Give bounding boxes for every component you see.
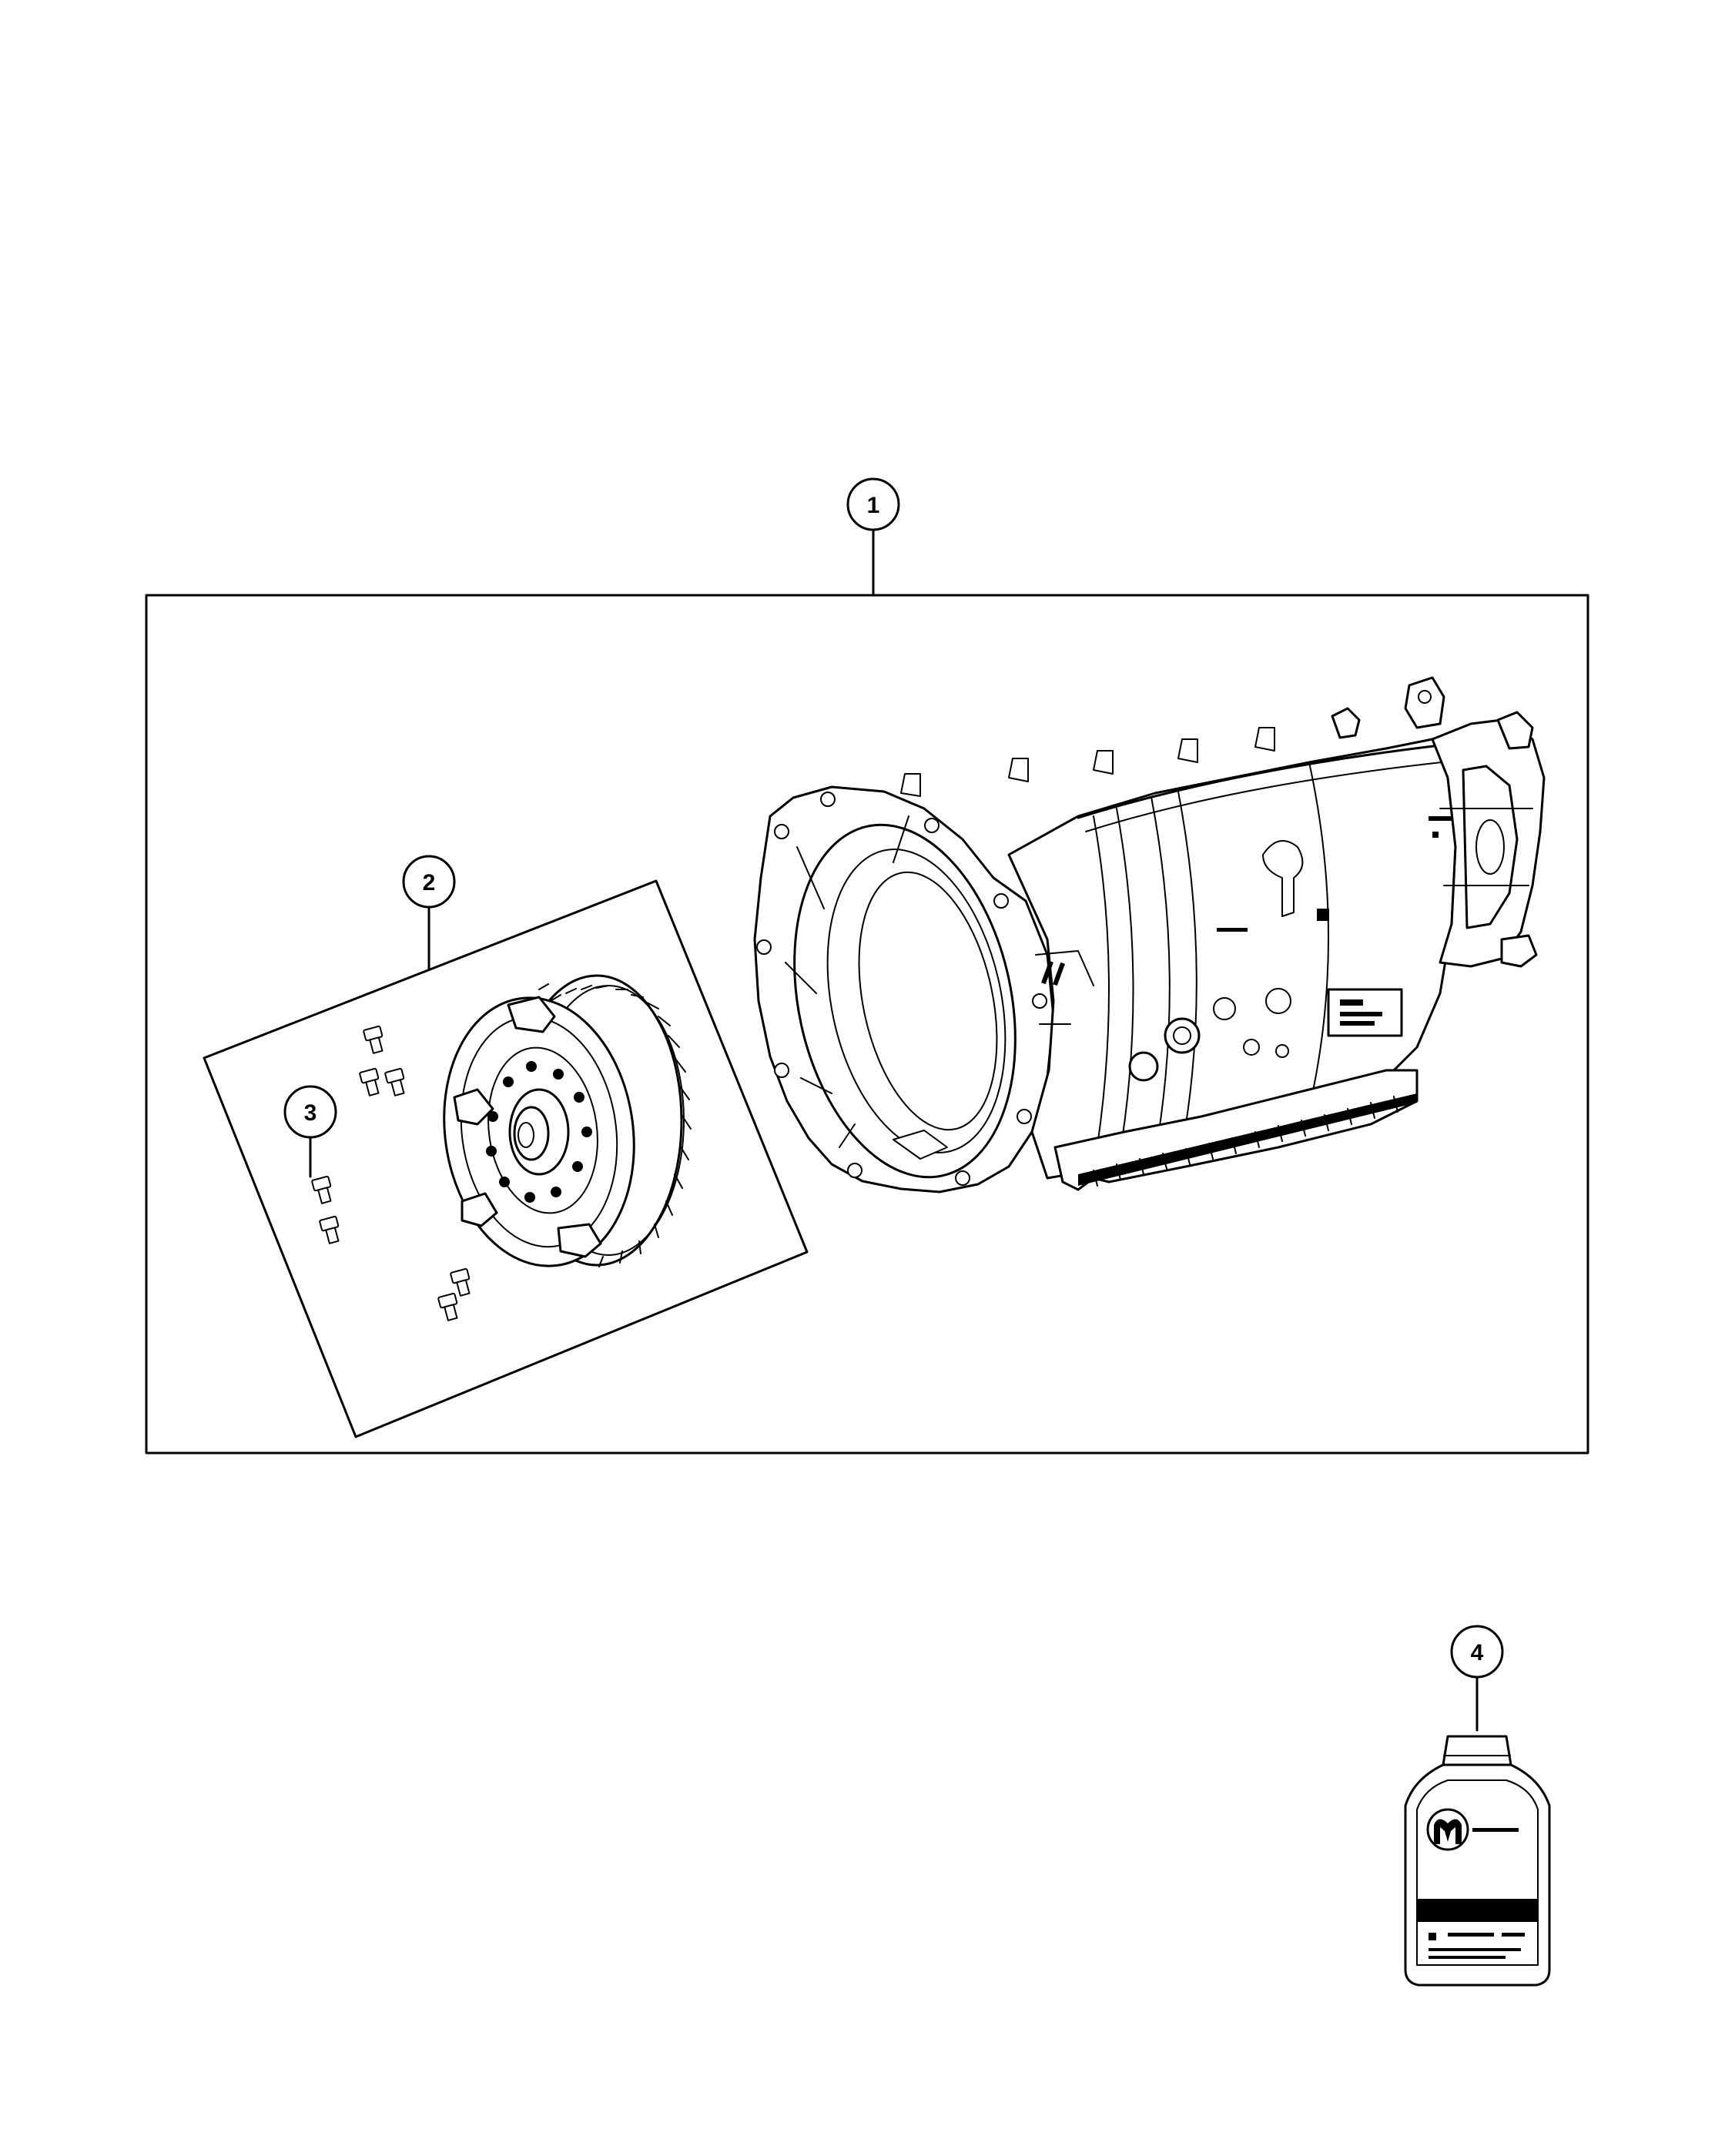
bolt-icon (311, 1025, 471, 1321)
callout-3-label: 3 (304, 1100, 317, 1126)
callout-1: 1 (846, 477, 900, 531)
bolt (437, 1292, 458, 1321)
fluid-bottle-icon (1404, 1735, 1551, 1987)
callout-1-label: 1 (867, 493, 880, 518)
callout-4-label: 4 (1471, 1640, 1484, 1666)
callout-4: 4 (1450, 1625, 1504, 1679)
converter-kit-frame (203, 879, 809, 1438)
callout-2-label: 2 (423, 870, 436, 896)
torque-converter-icon (443, 974, 692, 1267)
bolt (384, 1067, 405, 1096)
transmission-assembly-icon (753, 676, 1546, 1194)
assembly-frame (145, 594, 1589, 1455)
bolt (319, 1215, 340, 1244)
bolt (311, 1175, 332, 1204)
callout-3: 3 (283, 1085, 337, 1139)
bolt (359, 1067, 380, 1096)
callout-2: 2 (402, 855, 456, 909)
bolt (363, 1025, 384, 1054)
bolt (450, 1267, 471, 1297)
